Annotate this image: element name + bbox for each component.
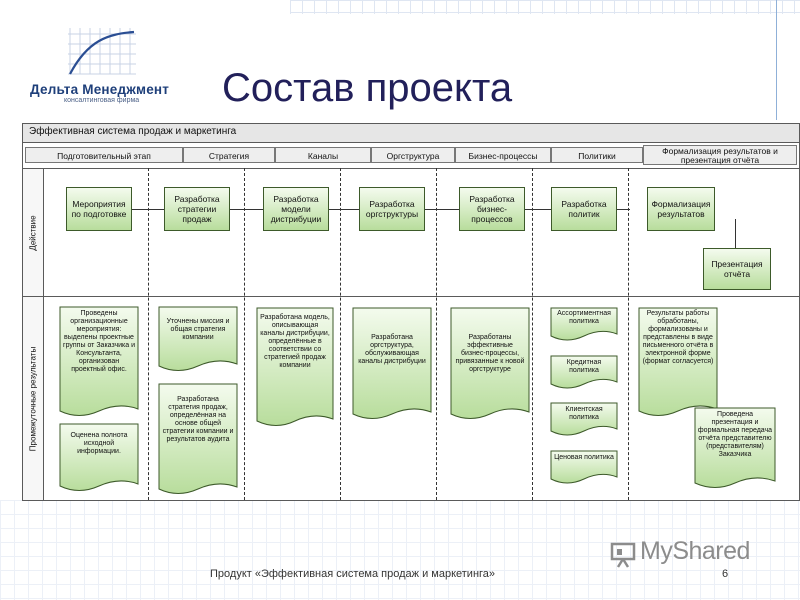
footer-text: Продукт «Эффективная система продаж и ма… [210,568,496,580]
result-presentation: Проведена презентация и формальная перед… [697,411,773,458]
decor-line [776,0,777,120]
result-doc [158,383,238,494]
row-label-action: Действие [23,169,44,296]
diagram-title: Эффективная система продаж и маркетинга [29,126,237,137]
separator-middle [23,296,799,297]
action-distribution-model: Разработка модели дистрибуции [263,187,329,231]
phase-channels: Каналы [275,147,371,163]
separator-top [23,168,799,169]
phase-divider [340,168,341,500]
result-document-shapes [59,306,776,494]
result-doc [694,407,776,488]
phase-divider [148,168,149,500]
logo-name: Дельта Менеджмент [30,82,170,97]
phase-strategy: Стратегия [183,147,275,163]
phase-bar: Подготовительный этап Стратегия Каналы О… [23,145,799,167]
result-mission: Уточнены миссия и общая стратегия компан… [166,318,230,341]
action-presentation: Презентация отчёта [703,248,771,290]
action-sales-strategy: Разработка стратегии продаж [164,187,230,231]
result-assortment-policy: Ассортиментная политика [557,310,611,325]
project-diagram: Эффективная система продаж и маркетинга … [22,123,800,501]
result-doc [352,307,432,419]
result-doc [450,307,530,419]
action-preparation: Мероприятия по подготовке [66,187,132,231]
page-number: 6 [722,568,729,580]
result-distribution-model: Разработана модель, описывающая каналы д… [260,314,330,369]
watermark-text: MyShared [640,537,750,565]
diagram-header: Эффективная система продаж и маркетинга [23,124,799,143]
result-price-policy: Ценовая политика [554,454,614,461]
phase-divider [436,168,437,500]
result-client-policy: Клиентская политика [565,406,603,421]
result-doc [550,307,618,341]
logo-curve-icon [68,28,136,75]
result-orgstructure: Разработана оргструктура, обслуживающая … [358,334,426,365]
result-business-processes: Разработаны эффективные бизнес-процессы,… [455,334,525,373]
result-preparation: Проведены организационные мероприятия: в… [63,310,135,373]
footer-grid-decoration [0,500,800,600]
result-doc [550,402,618,436]
result-sales-strategy: Разработана стратегия продаж, определённ… [162,396,234,443]
result-doc [158,306,238,371]
action-connector-vertical [735,219,736,249]
phase-divider [628,168,629,500]
phase-policies: Политики [551,147,643,163]
result-doc [550,355,618,389]
phase-divider [244,168,245,500]
action-orgstructure: Разработка оргструктуры [359,187,425,231]
result-doc [256,307,334,426]
result-formalized-report: Результаты работы обработаны, формализов… [642,310,714,365]
result-doc [550,450,618,484]
page-title: Состав проекта [222,66,513,110]
header-grid-decoration [290,0,800,14]
result-doc [59,423,139,491]
action-formalization: Формализация результатов [647,187,715,231]
result-credit-policy: Кредитная политика [566,359,602,374]
result-initial-info: Оценена полнота исходной информации. [70,432,128,455]
phase-business-processes: Бизнес-процессы [455,147,551,163]
phase-formalization: Формализация результатов и презентация о… [643,145,797,165]
phase-divider [532,168,533,500]
result-doc [59,306,139,416]
row-label-results: Промежуточные результаты [23,297,44,500]
presentation-board-icon [610,542,636,568]
logo-subtitle: консалтинговая фирма [64,97,140,104]
phase-orgstructure: Оргструктура [371,147,455,163]
action-policies: Разработка политик [551,187,617,231]
phase-preparation: Подготовительный этап [25,147,183,163]
action-business-processes: Разработка бизнес-процессов [459,187,525,231]
